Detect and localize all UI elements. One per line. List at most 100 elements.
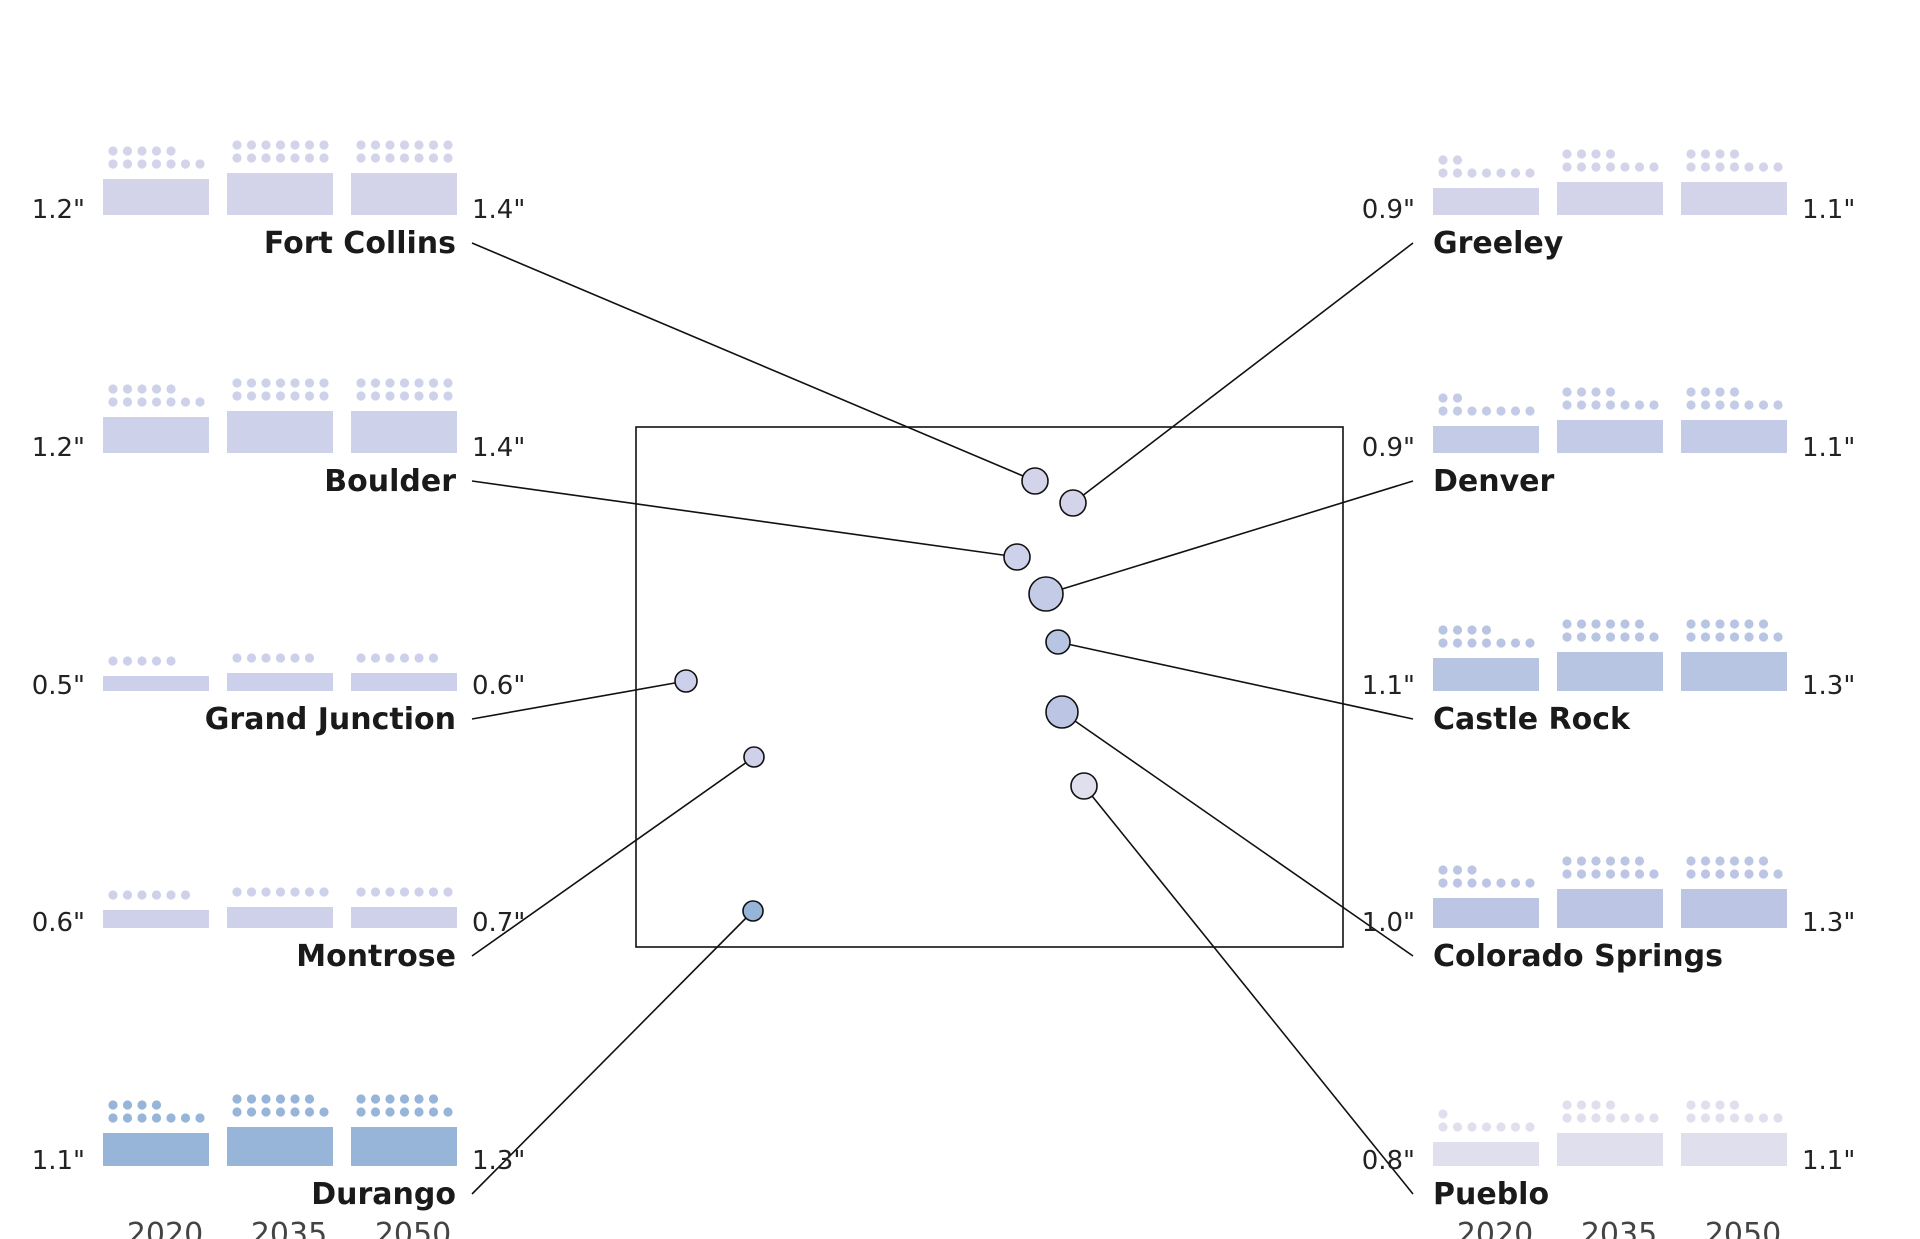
- leader-line-grand-junction: [471, 680, 687, 720]
- dot: [1634, 632, 1645, 642]
- dot: [180, 890, 191, 900]
- dot: [1758, 856, 1769, 866]
- dot: [385, 653, 395, 663]
- dot-stack-fort-collins-2035: [232, 140, 329, 163]
- city-panel-fort-collins: 1.2"1.4"Fort Collins: [32, 140, 525, 261]
- city-label-grand-junction: Grand Junction: [205, 702, 456, 737]
- dot: [1525, 638, 1535, 648]
- dot: [246, 391, 257, 401]
- dot: [1438, 865, 1448, 875]
- dot: [1605, 149, 1616, 159]
- dot: [1605, 1100, 1616, 1110]
- dot: [1700, 632, 1711, 642]
- dot: [108, 1113, 118, 1123]
- dot: [428, 1094, 439, 1104]
- dot: [356, 887, 366, 897]
- dot: [1591, 1113, 1601, 1123]
- dot-stack-denver-2050: [1686, 387, 1783, 410]
- dot-stack-grand-junction-2020: [108, 656, 176, 666]
- dot: [1525, 406, 1535, 416]
- dot-stack-pueblo-2020: [1438, 1109, 1535, 1132]
- dot: [122, 1100, 133, 1110]
- dot: [1452, 878, 1463, 888]
- dot: [1467, 865, 1477, 875]
- dot: [385, 153, 395, 163]
- dot: [1715, 1100, 1725, 1110]
- dot: [1686, 1113, 1696, 1123]
- dot: [290, 653, 300, 663]
- dot: [122, 890, 133, 900]
- dot: [261, 1094, 271, 1104]
- dot: [1729, 400, 1740, 410]
- dot: [1576, 1113, 1587, 1123]
- dot: [1729, 619, 1740, 629]
- city-markers: [674, 467, 1098, 922]
- city-marker-colorado-springs: [1045, 695, 1079, 729]
- dot: [399, 153, 410, 163]
- dot: [304, 391, 315, 401]
- value-2020-greeley: 0.9": [1362, 195, 1415, 225]
- dot-stack-colorado-springs-2050: [1686, 856, 1783, 879]
- leader-line-greeley: [1072, 242, 1414, 504]
- dot-stack-pueblo-2035: [1562, 1100, 1659, 1123]
- year-label-2020-left: 2020: [127, 1217, 203, 1239]
- dot: [1510, 168, 1521, 178]
- dot: [385, 1107, 395, 1117]
- value-2020-boulder: 1.2": [32, 433, 85, 463]
- dot: [1700, 149, 1711, 159]
- dot: [399, 887, 410, 897]
- city-panel-pueblo: 0.8"1.1"Pueblo: [1362, 1100, 1855, 1212]
- dot-stack-montrose-2020: [108, 890, 191, 900]
- dot: [1758, 632, 1769, 642]
- year-label-2035-left: 2035: [251, 1217, 327, 1239]
- dot: [1649, 1113, 1659, 1123]
- dot: [399, 140, 410, 150]
- dot: [246, 153, 257, 163]
- dot: [1591, 162, 1601, 172]
- dot: [1438, 1122, 1448, 1132]
- dot: [1605, 1113, 1616, 1123]
- dot: [1649, 162, 1659, 172]
- dot: [1481, 638, 1492, 648]
- dot: [246, 1107, 257, 1117]
- value-2020-montrose: 0.6": [32, 908, 85, 938]
- dot: [1481, 406, 1492, 416]
- dot: [399, 391, 410, 401]
- dot: [108, 146, 118, 156]
- dot: [1562, 162, 1572, 172]
- leader-line-boulder: [471, 480, 1018, 558]
- dot: [195, 1113, 205, 1123]
- dot: [1591, 1100, 1601, 1110]
- leader-line-montrose: [471, 756, 755, 957]
- dot: [385, 378, 395, 388]
- dot: [428, 378, 439, 388]
- dot: [290, 887, 300, 897]
- dot: [370, 1107, 381, 1117]
- dot: [151, 656, 162, 666]
- dot: [166, 656, 176, 666]
- dot-stack-colorado-springs-2035: [1562, 856, 1659, 879]
- bar-fort-collins-2020: [103, 179, 209, 215]
- dot: [428, 140, 439, 150]
- dot: [166, 397, 176, 407]
- dot: [151, 384, 162, 394]
- dot: [275, 1094, 286, 1104]
- dot: [1562, 856, 1572, 866]
- dot: [108, 384, 118, 394]
- city-marker-boulder: [1003, 543, 1031, 571]
- dot: [1686, 149, 1696, 159]
- dot: [1634, 869, 1645, 879]
- dot: [1510, 638, 1521, 648]
- dot-stack-castle-rock-2035: [1562, 619, 1659, 642]
- dot: [1438, 155, 1448, 165]
- dot: [304, 140, 315, 150]
- dot: [1481, 1122, 1492, 1132]
- dot: [1729, 1100, 1740, 1110]
- dot-stack-durango-2035: [232, 1094, 329, 1117]
- dot: [1744, 1113, 1754, 1123]
- dot: [1758, 400, 1769, 410]
- bar-denver-2050: [1681, 420, 1787, 453]
- dot: [1758, 162, 1769, 172]
- leader-line-colorado-springs: [1061, 711, 1414, 957]
- dot: [1452, 155, 1463, 165]
